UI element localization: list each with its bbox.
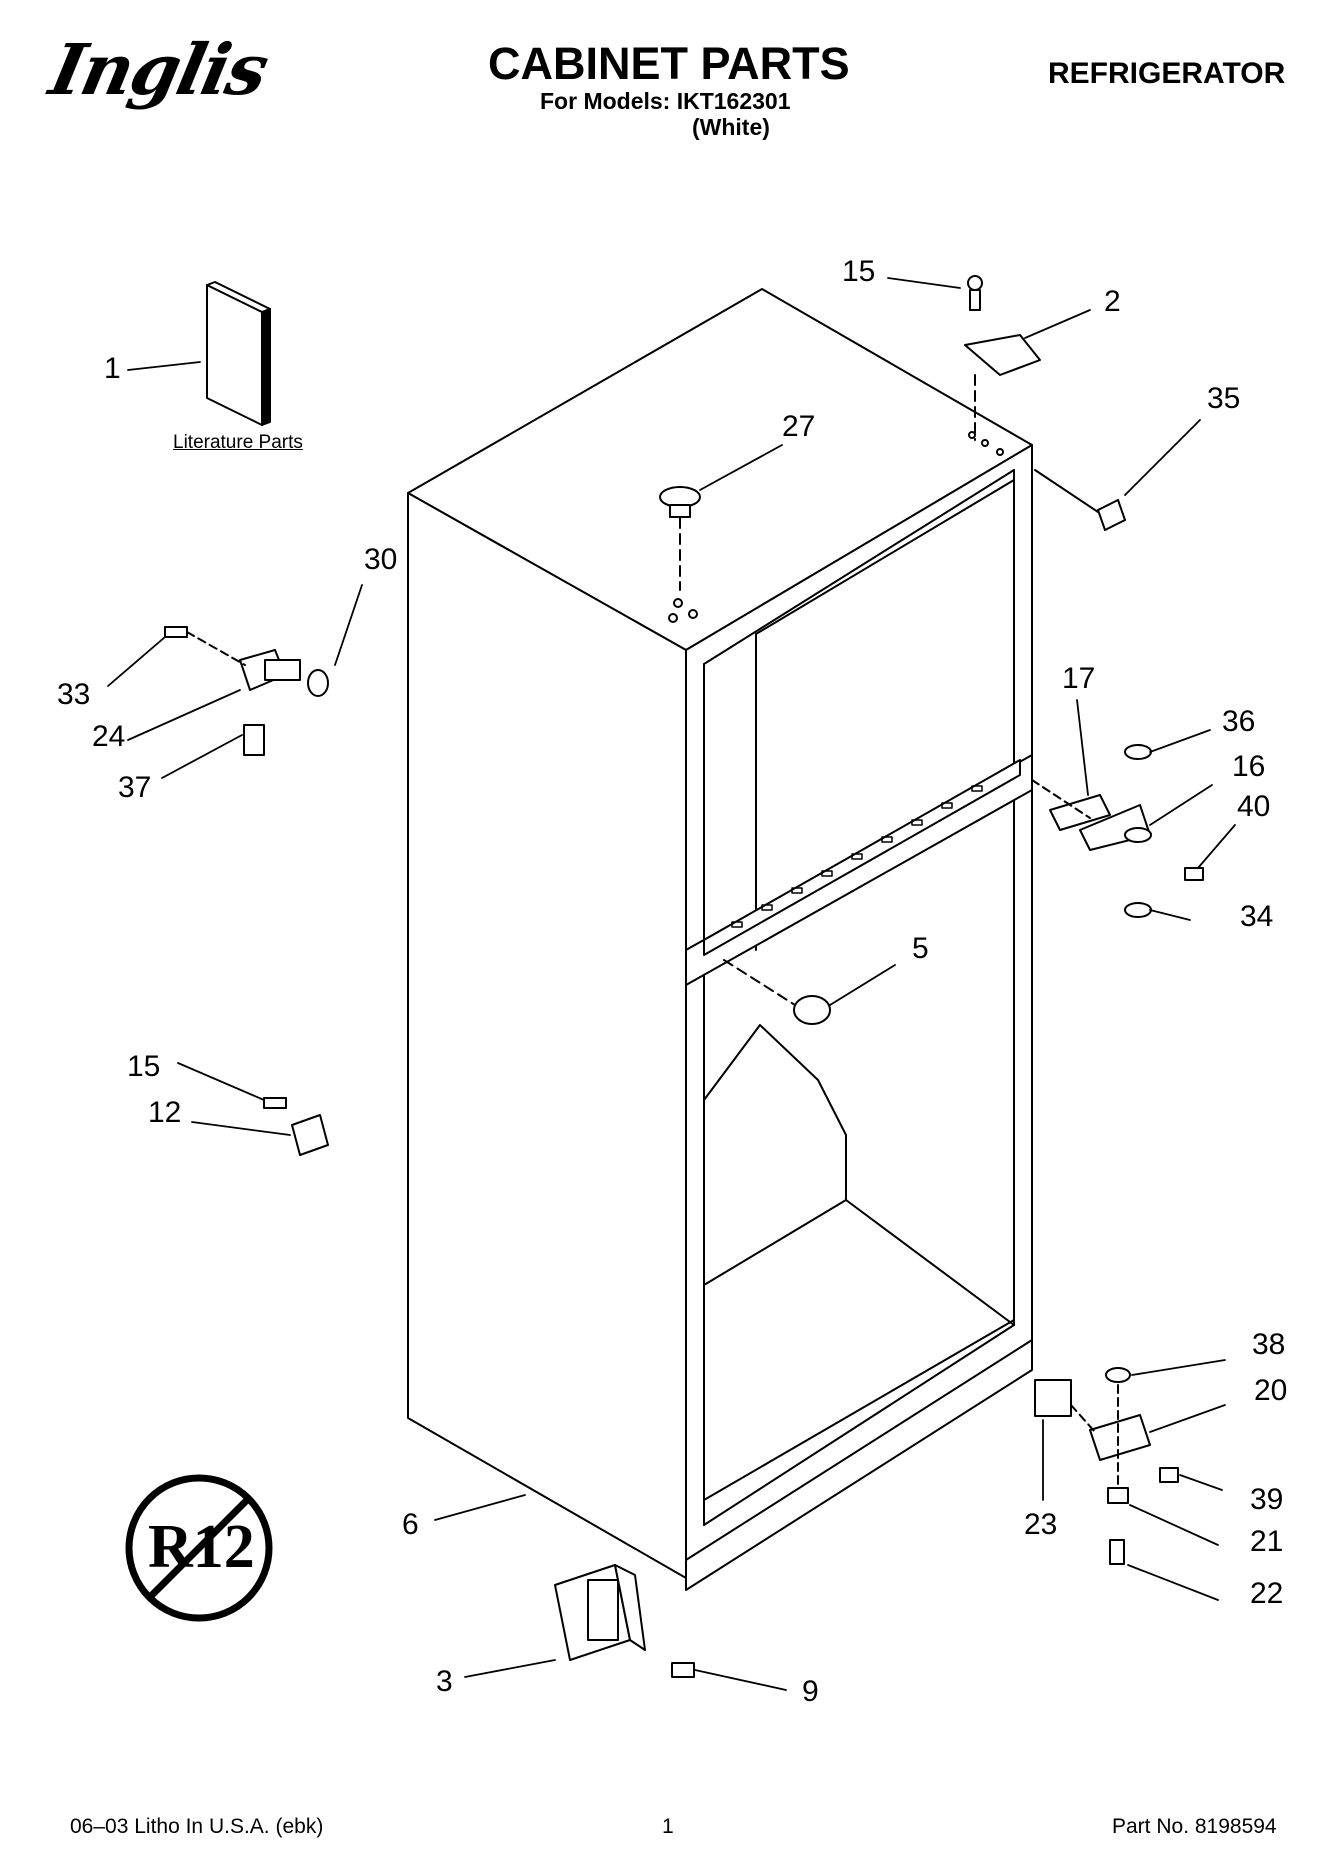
callout-16: 16	[1232, 750, 1266, 783]
center-hinge-assembly	[1031, 744, 1204, 918]
footer-page-number: 1	[662, 1815, 674, 1838]
literature-booklet	[206, 281, 271, 426]
callout-3: 3	[436, 1665, 453, 1698]
callout-21: 21	[1250, 1525, 1284, 1558]
callout-34: 34	[1240, 900, 1274, 933]
callout-37: 37	[118, 771, 152, 804]
leader-lines	[107, 277, 1236, 1691]
screw-9	[671, 1662, 695, 1678]
callout-35: 35	[1207, 382, 1241, 415]
footer-part-number: Part No. 8198594	[1112, 1815, 1277, 1838]
models-line: For Models: IKT162301	[540, 88, 791, 114]
callout-22: 22	[1250, 1577, 1284, 1610]
callout-20: 20	[1254, 1374, 1288, 1407]
callout-39: 39	[1250, 1483, 1284, 1516]
callout-24: 24	[92, 720, 126, 753]
footer-litho: 06–03 Litho In U.S.A. (ebk)	[70, 1815, 324, 1838]
r12-prohibited-icon	[125, 1474, 273, 1622]
page-title: CABINET PARTS	[488, 38, 850, 89]
hinge-cover-35	[1034, 469, 1126, 531]
callout-9: 9	[802, 1675, 819, 1708]
left-hinge-assembly	[164, 626, 329, 756]
callout-38: 38	[1252, 1328, 1286, 1361]
literature-parts-label: Literature Parts	[173, 432, 303, 453]
callout-15-left: 15	[127, 1050, 161, 1083]
callout-5: 5	[912, 932, 929, 965]
bracket-12	[263, 1097, 329, 1156]
mullion-slots	[731, 785, 983, 928]
cabinet-shell	[407, 288, 1033, 1591]
r12-badge-text: R12	[148, 1513, 255, 1581]
callout-33: 33	[57, 678, 91, 711]
callout-40: 40	[1237, 790, 1271, 823]
callout-30: 30	[364, 543, 398, 576]
top-hinge-2	[964, 275, 1041, 441]
callout-1: 1	[104, 352, 121, 385]
callout-12: 12	[148, 1096, 182, 1129]
plug-27	[659, 486, 701, 591]
callout-2: 2	[1104, 285, 1121, 318]
callout-27: 27	[782, 410, 816, 443]
callout-15-top: 15	[842, 255, 876, 288]
callout-6: 6	[402, 1508, 419, 1541]
relay-3	[554, 1564, 646, 1661]
callout-17: 17	[1062, 662, 1096, 695]
plug-5	[723, 959, 831, 1025]
bottom-hinge-assembly	[1034, 1367, 1179, 1565]
callout-36: 36	[1222, 705, 1256, 738]
appliance-type: REFRIGERATOR	[1048, 57, 1286, 90]
model-variant: (White)	[692, 114, 770, 140]
callout-23: 23	[1024, 1508, 1058, 1541]
